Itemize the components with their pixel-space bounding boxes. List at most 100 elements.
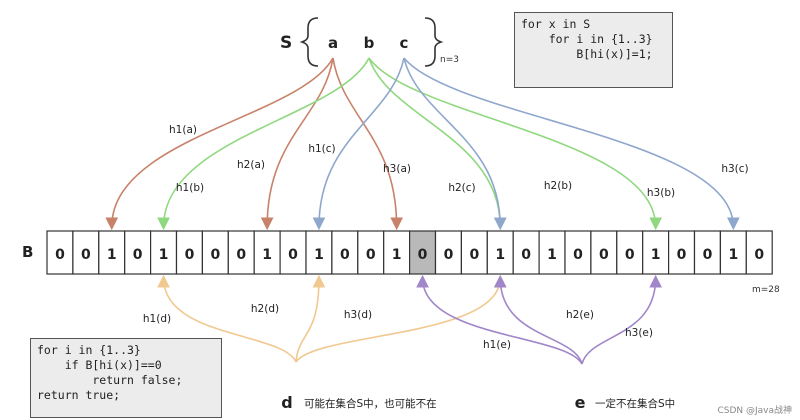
bit-value: 1	[728, 247, 738, 263]
array-size-label: m=28	[752, 285, 780, 295]
insert-code-box: for x in S for i in {1..3} B[hi(x)]=1;	[514, 12, 673, 88]
hash-arrow	[368, 57, 507, 231]
bit-value: 0	[677, 247, 687, 263]
hash-arrow	[260, 57, 334, 231]
bit-cell	[719, 230, 747, 275]
query-arrows: h1(d) h2(d) h3(d) h1(e) h2(e) h3(e)	[143, 274, 663, 365]
hash-arrow	[403, 57, 507, 231]
bit-cell	[253, 230, 281, 275]
bit-value: 1	[159, 247, 169, 263]
hash-label: h3(a)	[383, 163, 411, 175]
bit-value: 0	[521, 247, 531, 263]
bit-cell	[745, 230, 773, 275]
hash-label: h2(b)	[544, 180, 572, 192]
bit-value: 0	[444, 247, 454, 263]
query-e: e	[575, 393, 586, 412]
query-d-note: 可能在集合S中，也可能不在	[304, 397, 437, 410]
left-brace	[299, 17, 319, 67]
bit-cell	[331, 230, 359, 275]
query-label: h3(d)	[344, 309, 372, 321]
query-label: h2(d)	[251, 303, 279, 315]
bit-cell	[46, 230, 74, 275]
bit-cell	[279, 230, 307, 275]
bit-cell	[642, 230, 670, 275]
bit-value: 0	[210, 247, 220, 263]
bit-value: 1	[314, 247, 324, 263]
set-label: S	[280, 33, 292, 53]
code-line: for i in {1..3}	[37, 343, 141, 357]
bit-value: 0	[133, 247, 143, 263]
element-b: b	[364, 34, 375, 52]
hash-label: h3(c)	[721, 163, 748, 175]
element-a: a	[328, 34, 338, 52]
bit-cell	[434, 230, 462, 275]
insert-arrows: h1(a) h2(a) h3(a) h1(b) h2(b) h3(b) h1(c) h2(c)…	[105, 57, 749, 231]
query-d: d	[281, 393, 292, 412]
query-arrow	[295, 274, 326, 363]
bit-value: 0	[703, 247, 713, 263]
query-arrow	[493, 274, 583, 365]
bit-cell	[357, 230, 385, 275]
query-code-box: for i in {1..3} if B[hi(x)]==0 return fa…	[30, 338, 222, 418]
query-arrow	[157, 274, 297, 363]
bit-value: 0	[573, 247, 583, 263]
query-arrow	[581, 274, 663, 365]
code-line: B[hi(x)]=1;	[521, 47, 653, 61]
hash-label: h1(a)	[169, 124, 197, 136]
query-label: h1(d)	[143, 313, 171, 325]
bit-cell	[175, 230, 203, 275]
bit-value: 0	[366, 247, 376, 263]
bit-value: 1	[262, 247, 272, 263]
element-c: c	[400, 34, 409, 52]
bit-cell	[590, 230, 618, 275]
bit-cell	[227, 230, 255, 275]
hash-label: h2(a)	[237, 159, 265, 171]
bit-value: 0	[185, 247, 195, 263]
array-label: B	[22, 243, 33, 261]
query-label: h1(e)	[483, 339, 511, 351]
query-arrow	[416, 274, 583, 365]
hash-label: h1(b)	[176, 182, 204, 194]
bit-value: 1	[392, 247, 402, 263]
set-size-label: n=3	[440, 55, 459, 65]
bit-cell	[616, 230, 644, 275]
bit-value: 1	[107, 247, 117, 263]
code-line: if B[hi(x)]==0	[37, 358, 162, 372]
code-line: return false;	[37, 373, 183, 387]
code-line: for x in S	[521, 17, 591, 31]
query-arrow	[295, 274, 507, 363]
bit-value: 0	[469, 247, 479, 263]
bit-value: 0	[236, 247, 246, 263]
bit-value: 0	[418, 247, 428, 263]
watermark: CSDN @Java战神	[717, 406, 792, 416]
hash-label: h2(c)	[448, 182, 475, 194]
bit-cell	[512, 230, 540, 275]
bit-cell	[124, 230, 152, 275]
bit-value: 1	[495, 247, 505, 263]
hash-arrow	[332, 57, 404, 231]
hash-arrow	[312, 57, 405, 231]
query-label: h3(e)	[625, 327, 653, 339]
bit-value: 0	[81, 247, 91, 263]
bit-value: 0	[625, 247, 635, 263]
bit-cell	[409, 230, 437, 275]
hash-arrow	[403, 57, 740, 231]
hash-label: h3(b)	[647, 187, 675, 199]
bit-value: 0	[754, 247, 764, 263]
bit-value: 0	[288, 247, 298, 263]
bit-value: 1	[651, 247, 661, 263]
hash-label: h1(c)	[308, 143, 335, 155]
bit-value: 0	[599, 247, 609, 263]
code-line: return true;	[37, 388, 121, 402]
bit-cell	[150, 230, 178, 275]
right-brace	[424, 17, 444, 67]
bit-value: 1	[547, 247, 557, 263]
bit-value: 0	[55, 247, 65, 263]
bit-cell	[486, 230, 514, 275]
query-e-note: 一定不在集合S中	[595, 397, 675, 410]
hash-arrow	[105, 57, 334, 231]
hash-arrow	[157, 57, 370, 231]
query-label: h2(e)	[566, 309, 594, 321]
